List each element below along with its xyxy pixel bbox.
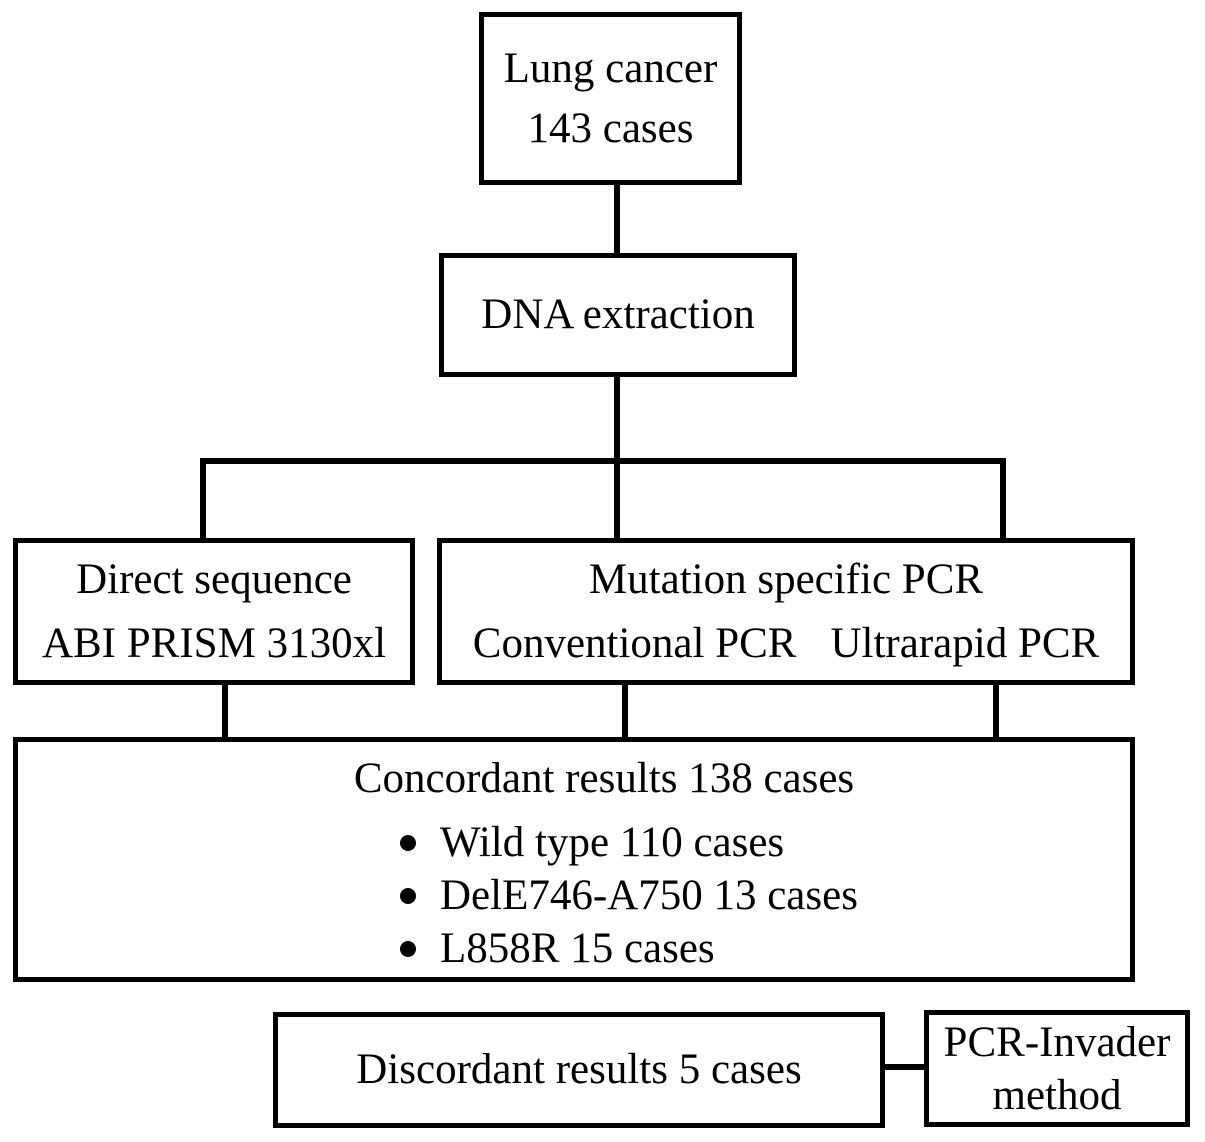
list-item: DelE746-A750 13 cases — [400, 869, 1130, 922]
connector-discordant-to-pcrinvader — [885, 1064, 924, 1070]
pcr-invader-line1: PCR-Invader — [943, 1018, 1171, 1066]
node-concordant-results: Concordant results 138 cases Wild type 1… — [13, 737, 1135, 982]
bullet-icon — [400, 834, 416, 851]
list-item: L858R 15 cases — [400, 922, 1130, 975]
direct-sequence-line2: ABI PRISM 3130xl — [41, 619, 387, 667]
node-direct-sequence: Direct sequence ABI PRISM 3130xl — [13, 538, 415, 685]
node-mutation-specific-pcr: Mutation specific PCR Conventional PCR U… — [437, 538, 1135, 685]
dna-extraction-label: DNA extraction — [481, 290, 755, 338]
bullet-text-l858r: L858R 15 cases — [440, 925, 715, 972]
node-lung-cancer: Lung cancer 143 cases — [479, 12, 742, 185]
bullet-text-wild-type: Wild type 110 cases — [440, 819, 785, 866]
mutation-pcr-method-conventional: Conventional PCR — [472, 619, 797, 667]
connector-ultrarapidpcr-to-concordant — [993, 685, 999, 737]
connector-dnaextraction-to-branch — [614, 377, 620, 538]
concordant-results-title: Concordant results 138 cases — [353, 755, 855, 802]
connector-branch-to-directsequence — [200, 458, 206, 538]
pcr-invader-line2: method — [992, 1071, 1122, 1119]
list-item: Wild type 110 cases — [400, 816, 1130, 869]
bullet-icon — [400, 940, 416, 957]
connector-directsequence-to-concordant — [222, 685, 228, 737]
mutation-pcr-methods-row: Conventional PCR Ultrarapid PCR — [442, 612, 1130, 676]
lung-cancer-line1: Lung cancer — [503, 44, 718, 92]
concordant-results-bullet-list: Wild type 110 cases DelE746-A750 13 case… — [400, 816, 1130, 975]
connector-branch-horizontal — [200, 458, 1006, 464]
connector-conventionalpcr-to-concordant — [622, 685, 628, 737]
direct-sequence-line1: Direct sequence — [76, 555, 352, 603]
lung-cancer-line2: 143 cases — [527, 104, 694, 152]
discordant-results-label: Discordant results 5 cases — [356, 1045, 802, 1093]
bullet-icon — [400, 887, 416, 904]
connector-branch-to-ultrarapidpcr — [1000, 458, 1006, 538]
node-discordant-results: Discordant results 5 cases — [273, 1012, 885, 1128]
bullet-text-dele746: DelE746-A750 13 cases — [440, 872, 858, 919]
node-pcr-invader-method: PCR-Invader method — [924, 1010, 1190, 1127]
node-dna-extraction: DNA extraction — [439, 253, 797, 377]
mutation-pcr-method-ultrarapid: Ultrarapid PCR — [830, 619, 1100, 667]
mutation-pcr-title: Mutation specific PCR — [588, 555, 984, 603]
connector-lungcancer-to-dnaextraction — [614, 185, 620, 253]
